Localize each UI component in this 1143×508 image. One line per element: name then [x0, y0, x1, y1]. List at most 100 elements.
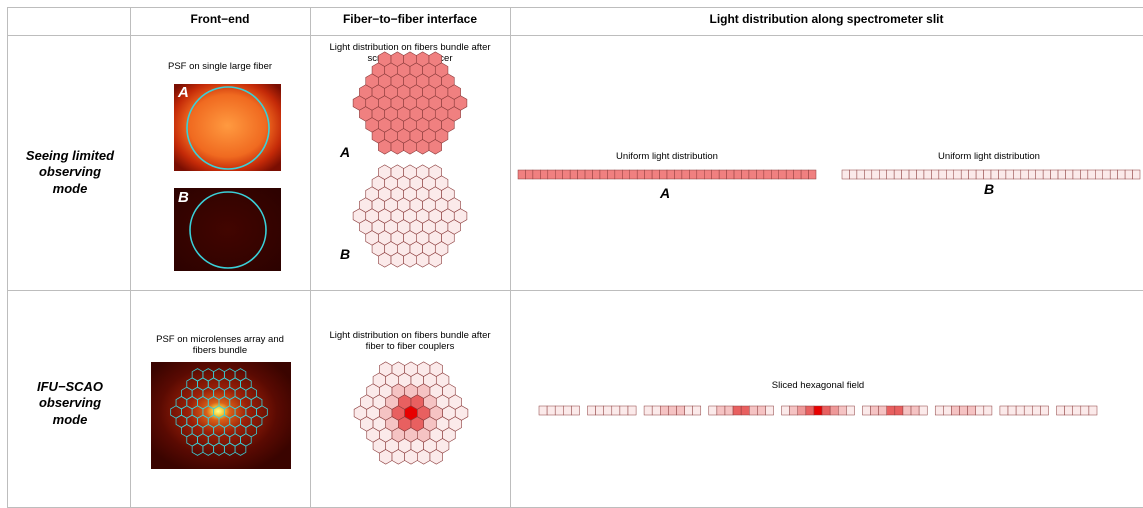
slit-cell [540, 169, 549, 180]
slit-cell [587, 405, 596, 416]
slit-cell [1102, 169, 1111, 180]
grid-line-middle [7, 290, 1143, 291]
slit-cell [1057, 169, 1066, 180]
slit-cell [692, 405, 702, 416]
slit-cell [1028, 169, 1036, 180]
slit-cell [829, 405, 839, 416]
slit-cell [749, 405, 758, 416]
slit-cell [651, 405, 661, 416]
slit-cell [983, 405, 993, 416]
grid-line-header [7, 35, 1143, 36]
slit-cell [554, 405, 564, 416]
slit-cell [1095, 169, 1104, 180]
slit-cell [711, 169, 720, 180]
slit-cell [908, 169, 917, 180]
slit-cell [765, 405, 774, 416]
slit-cell [716, 405, 726, 416]
slit-cell [946, 169, 954, 180]
slit-cell [571, 405, 580, 416]
slit-cell [1013, 169, 1022, 180]
slit-cell [960, 169, 969, 180]
slit-cell [886, 169, 895, 180]
slit-cell [967, 405, 976, 416]
slit-cell [732, 405, 742, 416]
slit-label-sliced: Sliced hexagonal field [771, 380, 865, 391]
slit-cell [805, 405, 815, 416]
grid-line-col2 [310, 7, 311, 508]
slit-strip-a [517, 169, 817, 180]
slit-cell [1117, 169, 1126, 180]
fiber-hex [454, 405, 469, 421]
slit-cell [733, 169, 742, 180]
slit-cell [532, 169, 541, 180]
slit-cell [951, 405, 960, 416]
grid-line-col3 [510, 7, 511, 508]
slit-cell [643, 405, 653, 416]
slit-cell [708, 405, 718, 416]
slit-cell [627, 405, 637, 416]
slit-cell [975, 169, 984, 180]
slit-cell [838, 405, 847, 416]
slit-cell [651, 169, 660, 180]
slit-cell [800, 169, 809, 180]
mode-seeing-limited: Seeing limited observing mode [25, 148, 115, 196]
slit-cell [724, 405, 734, 416]
slit-cell [781, 405, 790, 416]
slit-cell [871, 169, 880, 180]
slit-cell [1040, 405, 1049, 416]
slit-cell [726, 169, 735, 180]
slit-letter-b: B [984, 181, 995, 197]
slit-cell [841, 169, 850, 180]
slit-cell [696, 169, 705, 180]
slit-cell [910, 405, 920, 416]
slit-cell [603, 405, 613, 416]
fiber-bundle-ifu [353, 361, 469, 465]
psf-image-b: B [174, 188, 281, 271]
slit-cell [894, 405, 904, 416]
slit-cell [599, 169, 608, 180]
slit-cell [1007, 405, 1017, 416]
slit-cell [1080, 405, 1090, 416]
slit-cell [1065, 169, 1074, 180]
header-slit-distribution: Light distribution along spectrometer sl… [709, 12, 944, 26]
slit-cell [797, 405, 807, 416]
slit-cell [636, 169, 645, 180]
slit-cell [813, 405, 823, 416]
grid-line-col1 [130, 7, 131, 508]
slit-cell [756, 169, 765, 180]
fiber-bundle-b [352, 164, 468, 268]
slit-cell [1035, 169, 1044, 180]
psf-letter-a: A [178, 84, 189, 101]
slit-cell [757, 405, 766, 416]
interface-letter-a: A [340, 144, 351, 160]
slit-cell [923, 169, 932, 180]
slit-cell [676, 405, 685, 416]
slit-cell [1056, 405, 1065, 416]
fiber-bundle-a [352, 51, 468, 155]
slit-cell [1042, 169, 1051, 180]
slit-cell [943, 405, 952, 416]
slit-cell [668, 405, 677, 416]
slit-cell [681, 169, 690, 180]
fiber-hex [256, 405, 268, 419]
slit-strip-b [841, 169, 1141, 180]
slit-cell [864, 169, 873, 180]
slit-cell [878, 405, 887, 416]
fiber-circle-a [186, 86, 270, 170]
slit-cell [1023, 405, 1033, 416]
slit-cell [577, 169, 586, 180]
slit-cell [856, 169, 865, 180]
slit-cell [934, 405, 944, 416]
slit-cell [1020, 169, 1029, 180]
fiber-hex [453, 208, 468, 224]
caption-psf-single-fiber: PSF on single large fiber [167, 61, 273, 72]
caption-bundle-couplers: Light distribution on fibers bundle afte… [329, 330, 491, 353]
fiber-circle-b [189, 191, 267, 269]
slit-cell [870, 405, 879, 416]
slit-cell [990, 169, 999, 180]
slit-cell [614, 169, 623, 180]
slit-cell [1087, 169, 1096, 180]
slit-cell [975, 405, 985, 416]
fiber-hex [453, 95, 468, 111]
